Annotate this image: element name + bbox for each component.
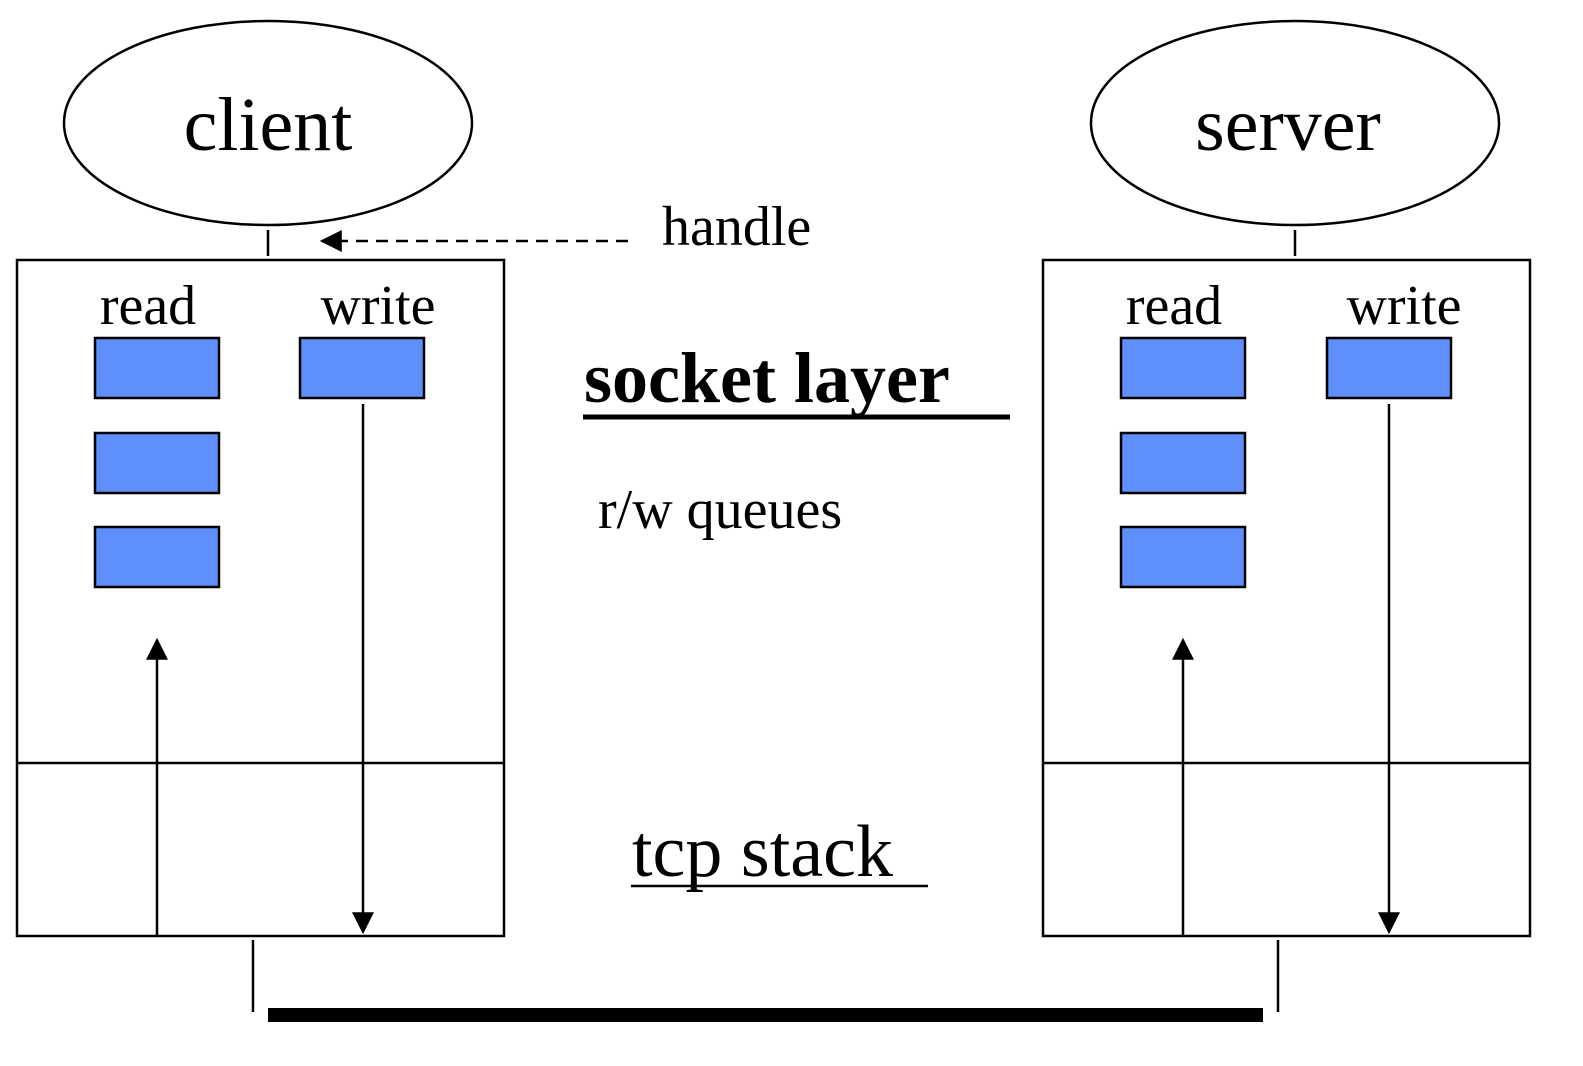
server-read-queue-3 bbox=[1119, 525, 1247, 589]
server-label: server bbox=[1195, 83, 1381, 167]
server-read-queue-1 bbox=[1119, 336, 1247, 400]
client-write-label: write bbox=[320, 275, 435, 337]
server-write-queue bbox=[1325, 336, 1453, 400]
server-write-label: write bbox=[1346, 275, 1461, 337]
server-group: server read write bbox=[1041, 19, 1532, 1012]
client-write-queue bbox=[298, 336, 426, 400]
queues-label: r/w queues bbox=[598, 479, 842, 541]
client-read-label: read bbox=[100, 275, 196, 337]
tcp-stack-label: tcp stack bbox=[632, 811, 893, 893]
server-read-label: read bbox=[1126, 275, 1222, 337]
client-read-queue-2 bbox=[93, 431, 221, 495]
socket-layer-label: socket layer bbox=[584, 338, 950, 418]
handle-label: handle bbox=[662, 196, 811, 258]
client-socket-box bbox=[15, 258, 506, 938]
client-ellipse bbox=[62, 19, 474, 227]
server-read-queue-2 bbox=[1119, 431, 1247, 495]
network-wire bbox=[268, 1008, 1263, 1022]
client-label: client bbox=[184, 83, 353, 167]
client-read-queue-1 bbox=[93, 336, 221, 400]
server-socket-box bbox=[1041, 258, 1532, 938]
client-group: client read write bbox=[15, 19, 506, 1012]
server-ellipse bbox=[1089, 19, 1501, 227]
client-read-queue-3 bbox=[93, 525, 221, 589]
